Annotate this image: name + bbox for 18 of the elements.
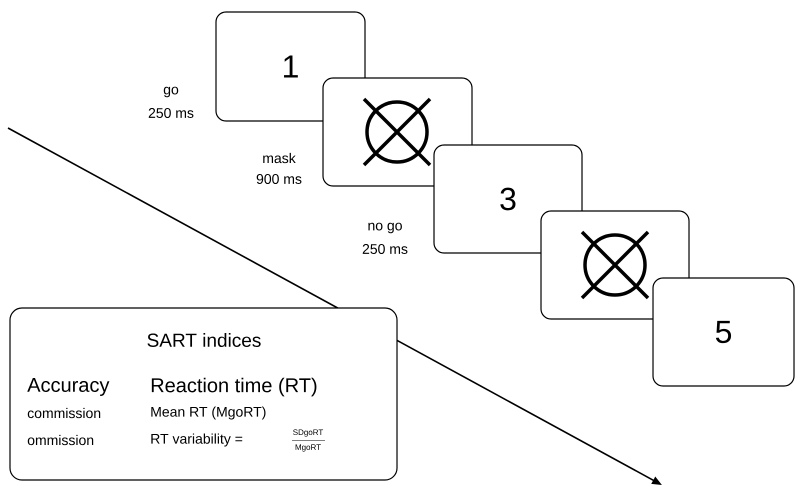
index-label: commission (28, 408, 100, 418)
stimulus-screen: 5 (652, 277, 795, 387)
duration-label: no go (368, 222, 402, 234)
mask-screen (322, 77, 473, 187)
index-label: RT variability = (151, 433, 242, 447)
duration-label: 250 ms (148, 108, 194, 118)
panel-heading: SART indices (148, 333, 261, 347)
fraction: SDgoRT MgoRT (292, 429, 326, 452)
indices-panel (9, 307, 398, 481)
index-label: Mean RT (MgoRT) (151, 406, 266, 420)
duration-label: 250 ms (362, 244, 408, 254)
index-label: ommission (28, 434, 94, 446)
duration-label: 900 ms (256, 174, 302, 184)
column-heading: Reaction time (RT) (152, 378, 316, 396)
mask-screen (540, 210, 690, 320)
column-heading: Accuracy (27, 378, 110, 396)
duration-label: go (164, 86, 178, 98)
duration-label: mask (263, 152, 296, 164)
